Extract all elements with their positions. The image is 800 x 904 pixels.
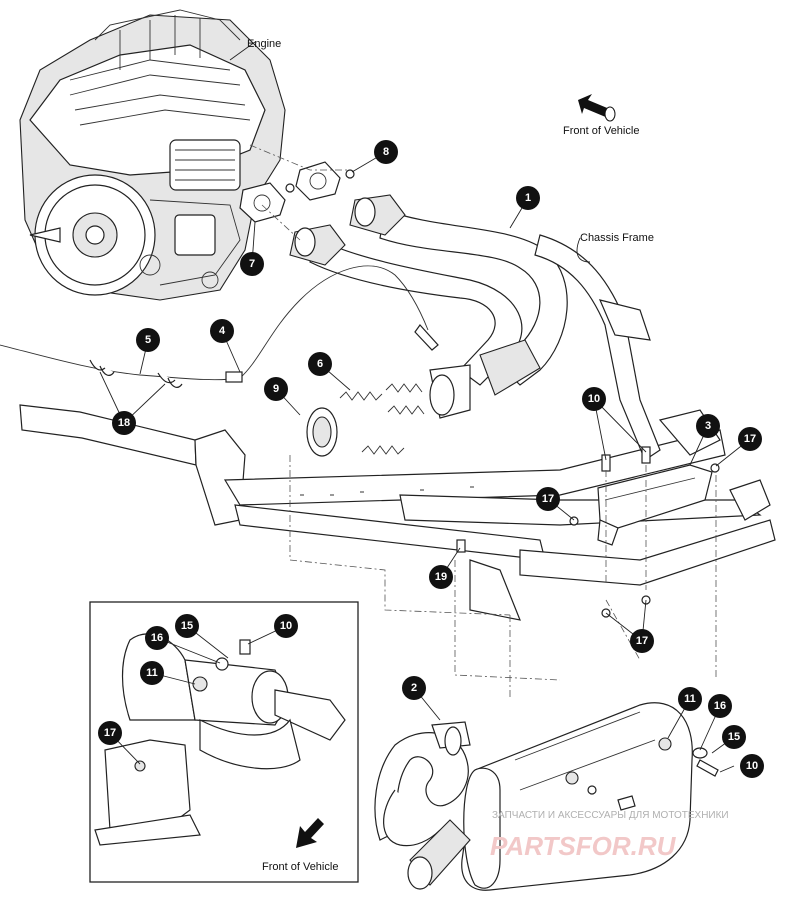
- callout-10b: 10: [274, 614, 298, 638]
- callout-17d: 17: [98, 721, 122, 745]
- callout-18: 18: [112, 411, 136, 435]
- svg-text:16: 16: [151, 632, 163, 644]
- watermark-logo: PARTSFOR.RU: [490, 831, 677, 861]
- callout-11b: 11: [678, 687, 702, 711]
- svg-text:2: 2: [411, 682, 417, 694]
- svg-text:9: 9: [273, 383, 279, 395]
- svg-text:18: 18: [118, 417, 130, 429]
- exhaust-gasket-8-part: [285, 161, 355, 201]
- svg-text:17: 17: [744, 433, 756, 445]
- callout-2: 2: [402, 676, 426, 700]
- callout-1: 1: [516, 186, 540, 210]
- callout-19: 19: [429, 565, 453, 589]
- svg-text:17: 17: [104, 727, 116, 739]
- callout-16a: 16: [145, 626, 169, 650]
- callout-9: 9: [264, 377, 288, 401]
- callout-15b: 15: [722, 725, 746, 749]
- svg-text:16: 16: [714, 700, 726, 712]
- svg-text:10: 10: [588, 393, 600, 405]
- callout-6: 6: [308, 352, 332, 376]
- callout-4: 4: [210, 319, 234, 343]
- svg-text:8: 8: [383, 146, 389, 158]
- svg-text:7: 7: [249, 258, 255, 270]
- svg-text:15: 15: [181, 620, 193, 632]
- assembly-lines: [249, 144, 717, 700]
- o2-sensor-wire-part: [0, 265, 439, 388]
- chassis-frame-part: [19, 234, 776, 621]
- front-of-vehicle-label-top: Front of Vehicle: [563, 125, 639, 137]
- svg-text:5: 5: [145, 334, 151, 346]
- svg-text:1: 1: [525, 192, 531, 204]
- engine-label: Engine: [247, 38, 281, 50]
- front-of-vehicle-label-inset: Front of Vehicle: [262, 861, 338, 873]
- callout-11a: 11: [140, 661, 164, 685]
- watermark-tagline: ЗАПЧАСТИ И АКСЕССУАРЫ ДЛЯ МОТОТЕХНИКИ: [492, 810, 729, 821]
- engine-drawing: [19, 9, 286, 301]
- svg-text:6: 6: [317, 358, 323, 370]
- muffler-part: [374, 702, 719, 891]
- callout-15a: 15: [175, 614, 199, 638]
- svg-text:17: 17: [542, 493, 554, 505]
- callout-17c: 17: [630, 629, 654, 653]
- svg-text:17: 17: [636, 635, 648, 647]
- callout-7: 7: [240, 252, 264, 276]
- callout-10c: 10: [740, 754, 764, 778]
- svg-text:11: 11: [684, 693, 696, 705]
- chassis-frame-label: Chassis Frame: [580, 232, 654, 244]
- callout-17b: 17: [536, 487, 560, 511]
- front-arrow-top-icon: [578, 94, 616, 122]
- detail-inset: [89, 601, 359, 883]
- front-arrow-inset-icon: [296, 818, 324, 848]
- svg-text:11: 11: [146, 667, 158, 679]
- svg-text:4: 4: [219, 325, 226, 337]
- callout-10a: 10: [582, 387, 606, 411]
- svg-text:19: 19: [435, 571, 447, 583]
- callout-5: 5: [136, 328, 160, 352]
- exhaust-seal-part: [306, 407, 338, 457]
- svg-text:10: 10: [280, 620, 292, 632]
- exhaust-gasket-7-part: [239, 182, 286, 223]
- svg-text:3: 3: [705, 420, 711, 432]
- callout-16b: 16: [708, 694, 732, 718]
- svg-text:15: 15: [728, 731, 740, 743]
- svg-text:10: 10: [746, 760, 758, 772]
- springs-part: [339, 383, 425, 455]
- callout-8: 8: [374, 140, 398, 164]
- callout-3: 3: [696, 414, 720, 438]
- header-pipe-part: [289, 194, 568, 419]
- callout-17a: 17: [738, 427, 762, 451]
